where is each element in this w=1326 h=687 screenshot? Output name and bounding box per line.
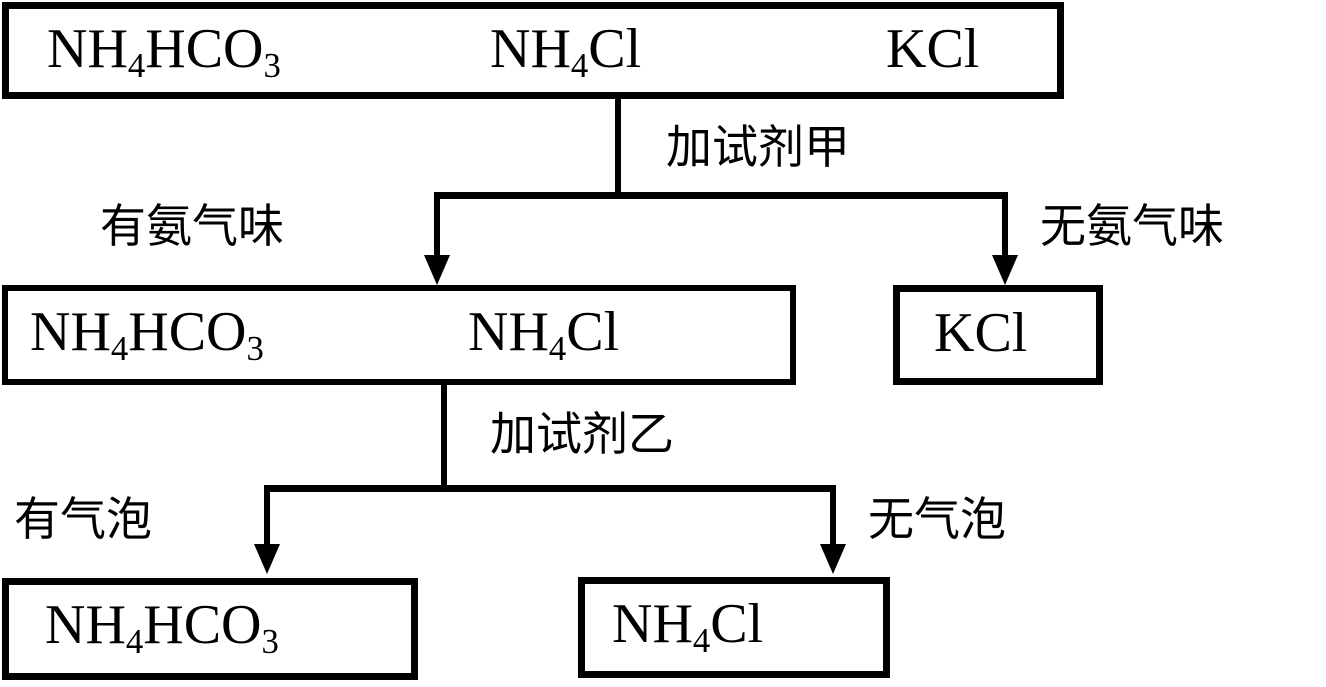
arrowhead-1-right [992,255,1018,285]
connector-drop-1-right [1002,192,1008,259]
label-branch-2-left: 有气泡 [14,492,152,546]
label-branch-2-right: 无气泡 [868,492,1006,546]
connector-stem-1 [615,99,621,198]
label-reagent-first: 加试剂甲 [666,120,850,174]
node-mixture-top [2,2,1064,99]
connector-bar-1 [434,192,1008,199]
formula-kcl-mid: KCl [934,302,1028,364]
formula-kcl-top: KCl [886,18,980,80]
label-reagent-second: 加试剂乙 [490,407,674,461]
formula-nh4cl-mid: NH4Cl [468,301,620,369]
connector-drop-1-left [434,192,440,259]
formula-nh4hco3-mid: NH4HCO3 [30,301,264,369]
formula-nh4hco3-top: NH4HCO3 [47,18,281,86]
arrowhead-1-left [424,255,450,285]
label-branch-1-right: 无氨气味 [1040,199,1224,253]
arrowhead-2-left [254,544,280,574]
formula-nh4cl-top: NH4Cl [490,18,642,86]
label-branch-1-left: 有氨气味 [100,199,284,253]
formula-nh4cl-bottom: NH4Cl [612,593,764,661]
node-product-bottom-left [2,578,418,680]
connector-drop-2-right [830,485,836,548]
connector-stem-2 [441,385,447,485]
node-product-mid-right [893,285,1103,385]
connector-bar-2 [264,485,836,492]
arrowhead-2-right [820,544,846,574]
connector-drop-2-left [264,485,270,548]
node-mixture-mid-left [2,285,796,385]
node-product-bottom-right [578,577,890,678]
formula-nh4hco3-bottom: NH4HCO3 [45,594,279,662]
